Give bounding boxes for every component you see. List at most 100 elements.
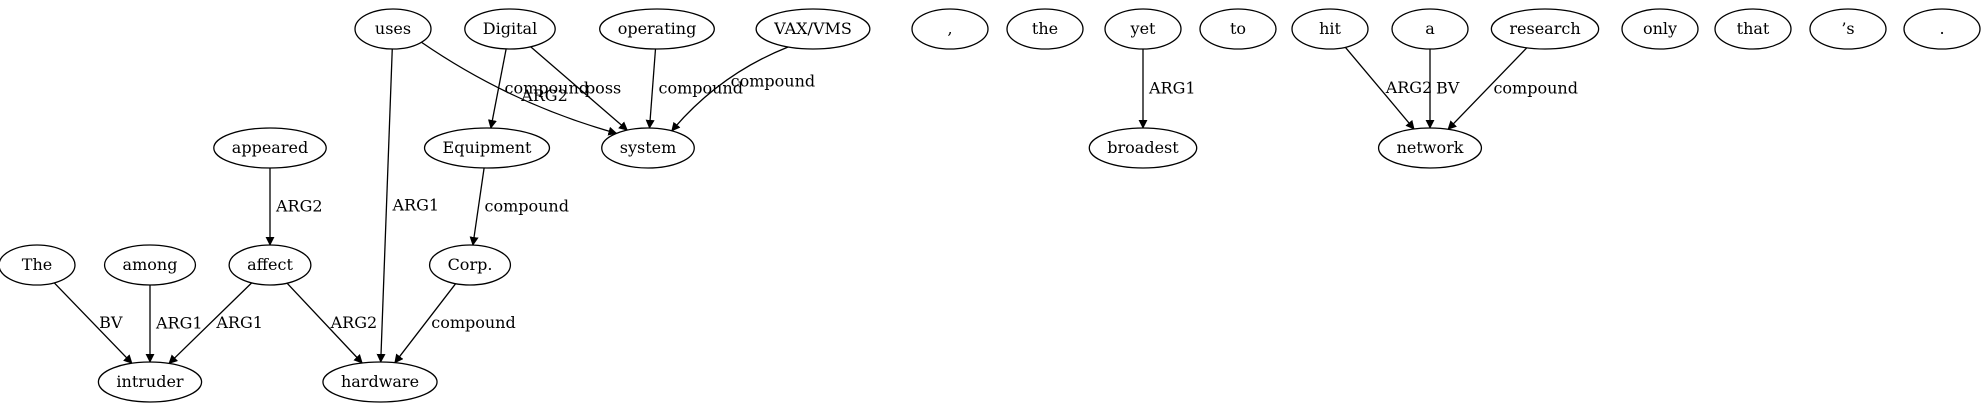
node-only: only [1621,8,1699,50]
node-a: a [1391,8,1469,50]
node-label: to [1230,19,1246,38]
edge-affect-to-hardware: ARG2 [286,282,378,364]
node-ellipse [228,244,312,286]
edge-uses-to-hardware: ARG1 [376,48,440,363]
edge-equipment-to-corp: compound [469,167,569,246]
edge-label: compound [1493,79,1578,98]
node-uses: uses [354,8,432,50]
node-operating: operating [599,8,715,50]
edge-label: poss [585,78,621,97]
node-ellipse [911,8,989,50]
node-ellipse [1714,8,1792,50]
edge-hit-to-network: ARG2 [1344,46,1433,130]
node-vaxvms: VAX/VMS [755,8,871,50]
node-ellipse [0,244,76,286]
nodes-layer: The among appeared affect intruder uses hardwa… [0,8,1981,403]
node-the: the [1006,8,1084,50]
node-label: broadest [1107,138,1179,157]
edge-yet-to-broadest: ARG1 [1138,49,1196,129]
node-label: a [1425,19,1435,38]
edge-among-to-intruder: ARG1 [145,284,203,363]
node-hardware: hardware [322,361,438,403]
edge-operating-to-system: compound [645,48,743,129]
node-ellipse [464,8,556,50]
edge-label: ARG1 [1148,79,1196,98]
node-label: system [620,138,677,157]
node-label: yet [1130,19,1157,38]
node-label: VAX/VMS [773,19,852,38]
node-that: that [1714,8,1792,50]
node-yet: yet [1104,8,1182,50]
node-label: Equipment [443,138,533,157]
edge-a-to-network: BV [1425,49,1460,129]
node-ellipse [1199,8,1277,50]
node-ellipse [1391,8,1469,50]
node-label: the [1032,19,1058,38]
edge-label: ARG1 [215,313,263,332]
edge-vaxvms-to-system: compound [671,46,816,132]
node-research: research [1490,8,1600,50]
node-ellipse [428,244,512,286]
edge-label: ARG2 [1385,78,1433,97]
edge-label: ARG2 [275,197,323,216]
node-ellipse [1809,8,1887,50]
edge-label: BV [1436,79,1460,98]
edge-affect-to-intruder: ARG1 [168,282,263,365]
edge-digital-to-system: poss [530,46,628,131]
edge-label: compound [505,78,590,97]
node-the: The [0,244,76,286]
node-ellipse [423,127,551,169]
edge-line [530,46,628,131]
edge-label: compound [431,313,515,332]
edge-label: compound [484,197,568,216]
node-broadest: broadest [1088,127,1198,169]
node-label: intruder [116,372,184,391]
edge-label: compound [731,72,816,91]
node-ellipse [1291,8,1369,50]
node-label: ’s [1841,19,1854,38]
edge-line [645,48,657,129]
node-ellipse [601,127,695,169]
edge-label: BV [99,313,123,332]
node-label: . [1939,19,1944,38]
node-comma: , [911,8,989,50]
node-among: among [103,244,197,286]
node-equipment: Equipment [423,127,551,169]
node-label: hardware [341,372,419,391]
edge-label: ARG2 [520,86,568,105]
node-label: only [1643,19,1677,38]
node-label: Corp. [448,255,493,274]
edge-line [421,41,618,136]
edge-label: ARG1 [392,195,440,214]
node-corp: Corp. [428,244,512,286]
node-label: network [1397,138,1464,157]
edge-line [1447,47,1528,130]
node-label: research [1509,19,1580,38]
node-label: uses [375,19,411,38]
node-ellipse [755,8,871,50]
edge-line [53,282,133,364]
node-ellipse [1006,8,1084,50]
edge-label: ARG2 [330,313,378,332]
edge-line [671,46,789,132]
node-affect: affect [228,244,312,286]
node-label: operating [618,19,697,38]
node-digital: Digital [464,8,556,50]
edge-line [487,48,507,129]
node-ellipse [97,361,203,403]
node-ellipse [1903,8,1981,50]
edge-line [394,283,457,364]
node-hit: hit [1291,8,1369,50]
node-appeared: appeared [213,127,327,169]
edge-line [469,167,485,246]
edge-uses-to-system: ARG2 [421,41,618,136]
node-ellipse [599,8,715,50]
node-period: . [1903,8,1981,50]
node-label: Digital [483,19,537,38]
node-ellipse [1490,8,1600,50]
node-label: appeared [232,138,308,157]
node-ellipse [103,244,197,286]
node-label: , [947,19,952,38]
